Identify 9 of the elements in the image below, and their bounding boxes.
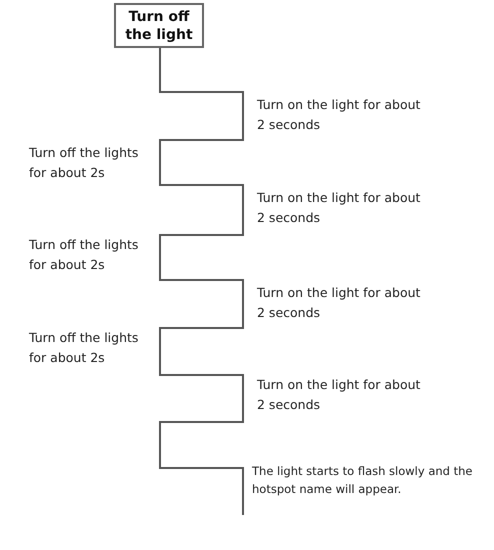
step-label: Turn on the light for about 2 seconds [257,96,422,134]
step-label: Turn off the lights for about 2s [29,236,140,274]
step-label: Turn on the light for about 2 seconds [257,189,422,227]
step-label: Turn on the light for about 2 seconds [257,376,422,414]
step-label: Turn off the lights for about 2s [29,144,140,182]
process-box: Turn off the light [114,3,204,48]
step-label: Turn on the light for about 2 seconds [257,284,422,322]
step-label: Turn off the lights for about 2s [29,329,140,367]
step-label: The light starts to flash slowly and the hotspot name will appear. [252,463,474,498]
